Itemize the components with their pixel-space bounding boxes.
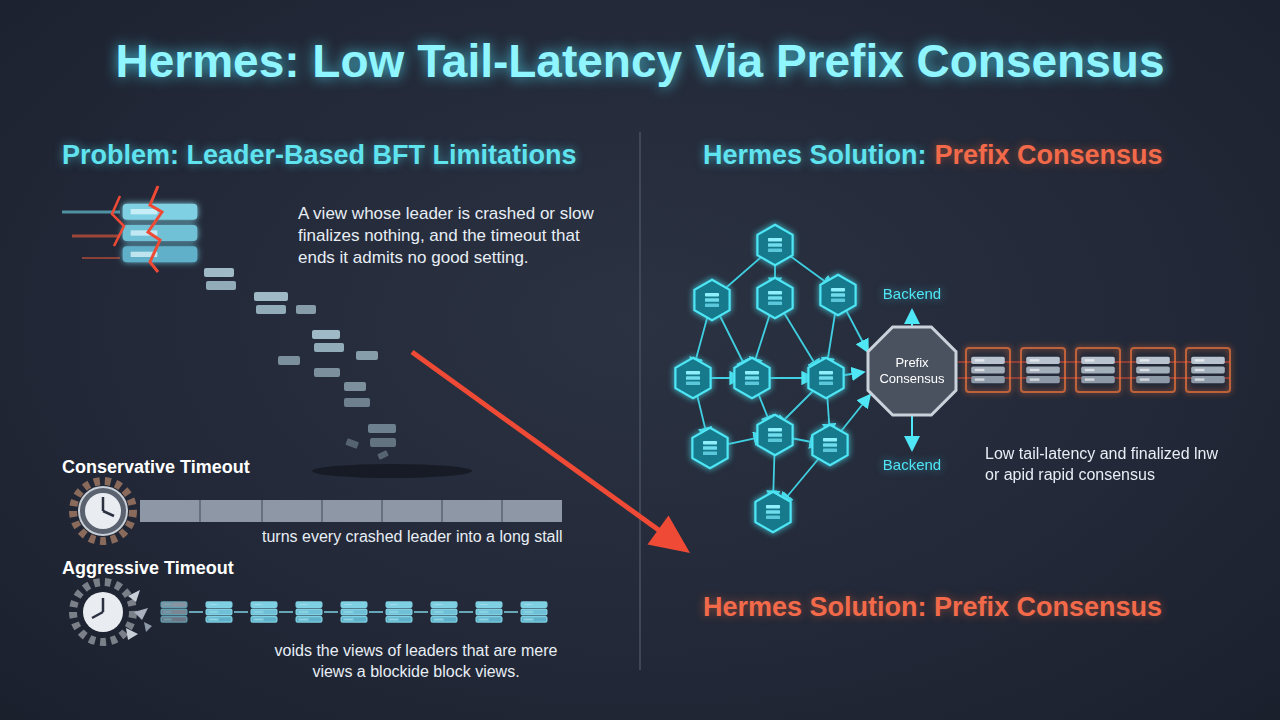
timeout-bar [140, 500, 562, 522]
section-heading: Hermes Solution: Prefix Consensus [703, 590, 1263, 625]
section-heading: Hermes Solution: [703, 138, 927, 173]
backend-label: Backend [872, 284, 952, 304]
diagram-title: Hermes: Low Tail-Latency Via Prefix Cons… [0, 32, 1280, 92]
timeout-note: voids the views of leaders that are mere… [266, 641, 566, 683]
consensus-octagon: Prefix Consensus [866, 325, 958, 417]
section-heading-accent: Prefix Consensus [935, 138, 1163, 173]
octagon-shape [868, 327, 956, 415]
finalized-chain [958, 348, 1240, 392]
result-note: Low tail-latency and finalized lnw or ap… [985, 444, 1225, 486]
network-links [693, 245, 870, 505]
transition-arrow [412, 352, 690, 553]
backend-label: Backend [872, 455, 952, 475]
timeout-note: turns every crashed leader into a long s… [262, 527, 592, 548]
section-heading: Problem: Leader-Based BFT Limitations [62, 138, 632, 173]
section-heading-row: Hermes Solution:Prefix Consensus [703, 138, 1273, 173]
network-nodes [675, 225, 855, 532]
falling-blocks [204, 268, 472, 478]
conservative-clock [73, 481, 133, 541]
block-chain-short-views [161, 602, 547, 622]
timeout-heading: Aggressive Timeout [62, 557, 362, 580]
divider-line [639, 132, 641, 670]
timeout-heading: Conservative Timeout [62, 456, 362, 479]
problem-text: A view whose leader is crashed or slow f… [298, 203, 620, 269]
shattered-clock [73, 582, 152, 642]
node-text: Prefix Consensus [876, 355, 948, 386]
crashed-server [62, 186, 197, 272]
